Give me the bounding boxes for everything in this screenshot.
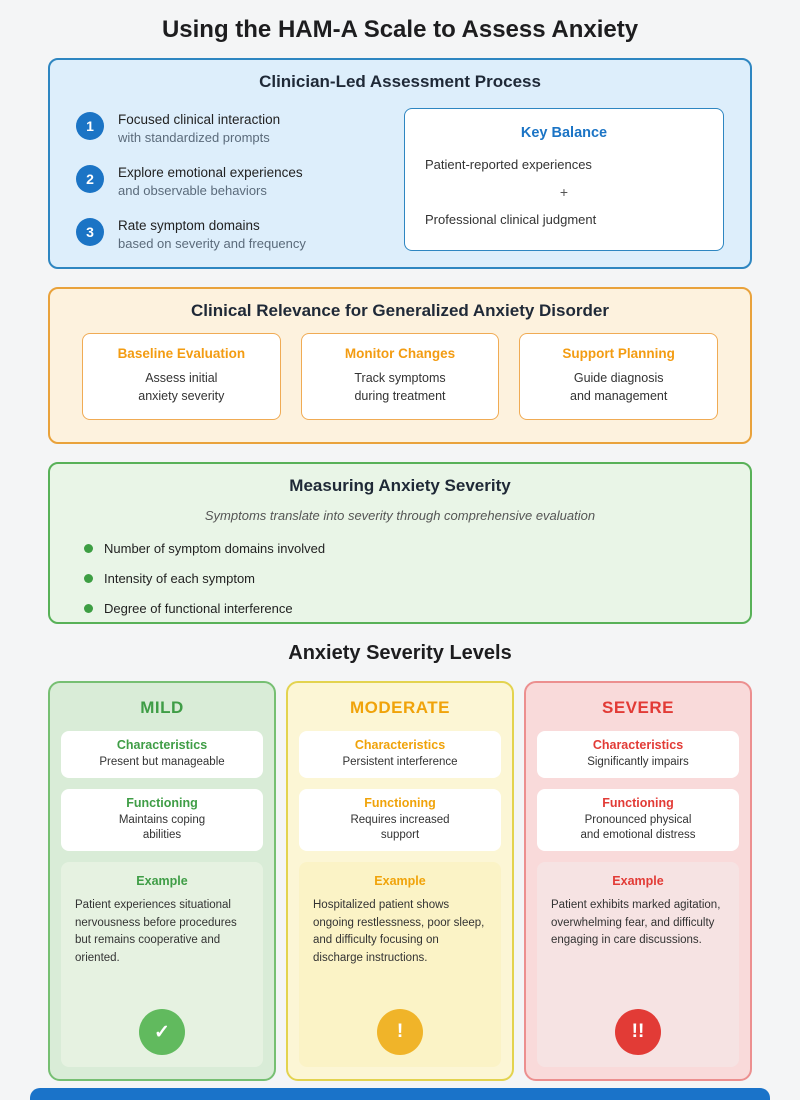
mild-functioning-card: Functioning Maintains coping abilities	[61, 788, 263, 851]
severity-levels-row: MILD Characteristics Present but managea…	[48, 681, 752, 1082]
mild-characteristics-card: Characteristics Present but manageable	[61, 731, 263, 778]
severity-levels-title: Anxiety Severity Levels	[288, 642, 512, 665]
assessment-process-body: 1 Focused clinical interaction with stan…	[68, 104, 732, 251]
severe-example-label: Example	[612, 873, 664, 888]
moderate-title: MODERATE	[349, 698, 450, 718]
mild-characteristics-label: Characteristics	[116, 738, 208, 753]
severe-functioning-text: Pronounced physical and emotional distre…	[580, 813, 696, 842]
step-3-line2: based on severity and frequency	[118, 236, 306, 251]
key-balance-card: Key Balance Patient-reported experiences…	[404, 108, 724, 251]
step-3-text: Rate symptom domains based on severity a…	[118, 218, 306, 251]
measuring-severity-section: Measuring Anxiety Severity Symptoms tran…	[48, 462, 752, 625]
step-2-number-badge: 2	[76, 165, 104, 193]
clinical-relevance-section: Clinical Relevance for Generalized Anxie…	[48, 287, 752, 445]
plus-sign: +	[559, 184, 569, 200]
measuring-bullet: Degree of functional interference	[84, 601, 732, 616]
moderate-icon-wrap: !	[313, 997, 487, 1056]
process-step: 3 Rate symptom domains based on severity…	[76, 218, 380, 251]
measuring-bullet-2-text: Intensity of each symptom	[104, 571, 256, 587]
mild-characteristics-text: Present but manageable	[99, 756, 225, 769]
measuring-severity-subtitle: Symptoms translate into severity through…	[204, 508, 596, 524]
relevance-card-planning-text: Guide diagnosis and management	[570, 371, 668, 404]
step-1-text: Focused clinical interaction with standa…	[118, 112, 280, 145]
mild-title: MILD	[140, 698, 184, 718]
severe-characteristics-text: Significantly impairs	[587, 756, 689, 769]
severe-example-text: Patient exhibits marked agitation, overw…	[551, 898, 721, 947]
relevance-card-monitor-title: Monitor Changes	[344, 346, 456, 361]
bullet-dot-icon	[84, 604, 93, 614]
step-2-line2: and observable behaviors	[118, 183, 267, 198]
moderate-example-card: Example Hospitalized patient shows ongoi…	[299, 861, 501, 1068]
severity-column-severe: SEVERE Characteristics Significantly imp…	[524, 681, 752, 1082]
mild-example-card: Example Patient experiences situational …	[61, 861, 263, 1068]
relevance-card-monitor-text: Track symptoms during treatment	[354, 371, 446, 404]
step-3-line1: Rate symptom domains	[118, 218, 260, 233]
measuring-bullet: Intensity of each symptom	[84, 571, 732, 586]
key-balance-item-patient: Patient-reported experiences	[425, 157, 592, 172]
relevance-card-baseline-title: Baseline Evaluation	[117, 346, 246, 361]
relevance-card-baseline-text: Assess initial anxiety severity	[138, 371, 225, 404]
relevance-card-baseline: Baseline Evaluation Assess initial anxie…	[82, 333, 281, 421]
bullet-dot-icon	[84, 544, 93, 554]
relevance-card-planning: Support Planning Guide diagnosis and man…	[519, 333, 719, 421]
severity-column-moderate: MODERATE Characteristics Persistent inte…	[286, 681, 514, 1082]
severe-functioning-card: Functioning Pronounced physical and emot…	[537, 788, 739, 851]
key-balance-item-clinician: Professional clinical judgment	[425, 212, 597, 227]
moderate-characteristics-card: Characteristics Persistent interference	[299, 731, 501, 778]
moderate-example-label: Example	[374, 873, 426, 888]
moderate-characteristics-label: Characteristics	[354, 738, 446, 753]
severe-title: SEVERE	[602, 698, 674, 718]
next-section-partial-bar	[30, 1088, 770, 1100]
mild-functioning-label: Functioning	[126, 795, 198, 810]
key-balance-title: Key Balance	[520, 125, 608, 141]
step-1-line2: with standardized prompts	[118, 130, 270, 145]
measuring-bullet-3-text: Degree of functional interference	[104, 601, 293, 617]
check-icon: ✓	[139, 1009, 185, 1056]
moderate-example-text: Hospitalized patient shows ongoing restl…	[313, 898, 485, 965]
process-step: 2 Explore emotional experiences and obse…	[76, 165, 380, 198]
step-2-text: Explore emotional experiences and observ…	[118, 165, 303, 198]
step-1-number-badge: 1	[76, 112, 104, 140]
mild-functioning-text: Maintains coping abilities	[118, 813, 206, 842]
page-title: Using the HAM-A Scale to Assess Anxiety	[161, 16, 639, 43]
mild-icon-wrap: ✓	[75, 997, 249, 1056]
severe-functioning-label: Functioning	[602, 795, 674, 810]
severe-example-card: Example Patient exhibits marked agitatio…	[537, 861, 739, 1068]
process-steps: 1 Focused clinical interaction with stan…	[76, 104, 380, 251]
assessment-process-title: Clinician-Led Assessment Process	[259, 72, 541, 91]
process-step: 1 Focused clinical interaction with stan…	[76, 112, 380, 145]
severe-characteristics-card: Characteristics Significantly impairs	[537, 731, 739, 778]
severe-icon-wrap: !!	[551, 997, 725, 1056]
double-exclamation-icon: !!	[615, 1009, 661, 1056]
step-1-line1: Focused clinical interaction	[118, 112, 281, 127]
step-2-line1: Explore emotional experiences	[118, 165, 303, 180]
mild-example-text: Patient experiences situational nervousn…	[75, 898, 237, 965]
measuring-severity-title: Measuring Anxiety Severity	[289, 476, 511, 496]
assessment-process-section: Clinician-Led Assessment Process 1 Focus…	[48, 58, 752, 269]
moderate-functioning-card: Functioning Requires increased support	[299, 788, 501, 851]
bullet-dot-icon	[84, 574, 93, 584]
mild-example-label: Example	[136, 873, 188, 888]
relevance-card-monitor: Monitor Changes Track symptoms during tr…	[300, 333, 500, 421]
measuring-bullet: Number of symptom domains involved	[84, 541, 732, 556]
moderate-functioning-label: Functioning	[364, 795, 436, 810]
relevance-cards: Baseline Evaluation Assess initial anxie…	[68, 333, 732, 421]
severity-column-mild: MILD Characteristics Present but managea…	[48, 681, 276, 1082]
measuring-bullet-1-text: Number of symptom domains involved	[104, 541, 326, 557]
severe-characteristics-label: Characteristics	[592, 738, 684, 753]
moderate-characteristics-text: Persistent interference	[342, 756, 458, 769]
relevance-card-planning-title: Support Planning	[562, 346, 675, 361]
moderate-functioning-text: Requires increased support	[350, 813, 450, 842]
exclamation-icon: !	[377, 1009, 423, 1056]
step-3-number-badge: 3	[76, 218, 104, 246]
clinical-relevance-title: Clinical Relevance for Generalized Anxie…	[191, 301, 609, 320]
